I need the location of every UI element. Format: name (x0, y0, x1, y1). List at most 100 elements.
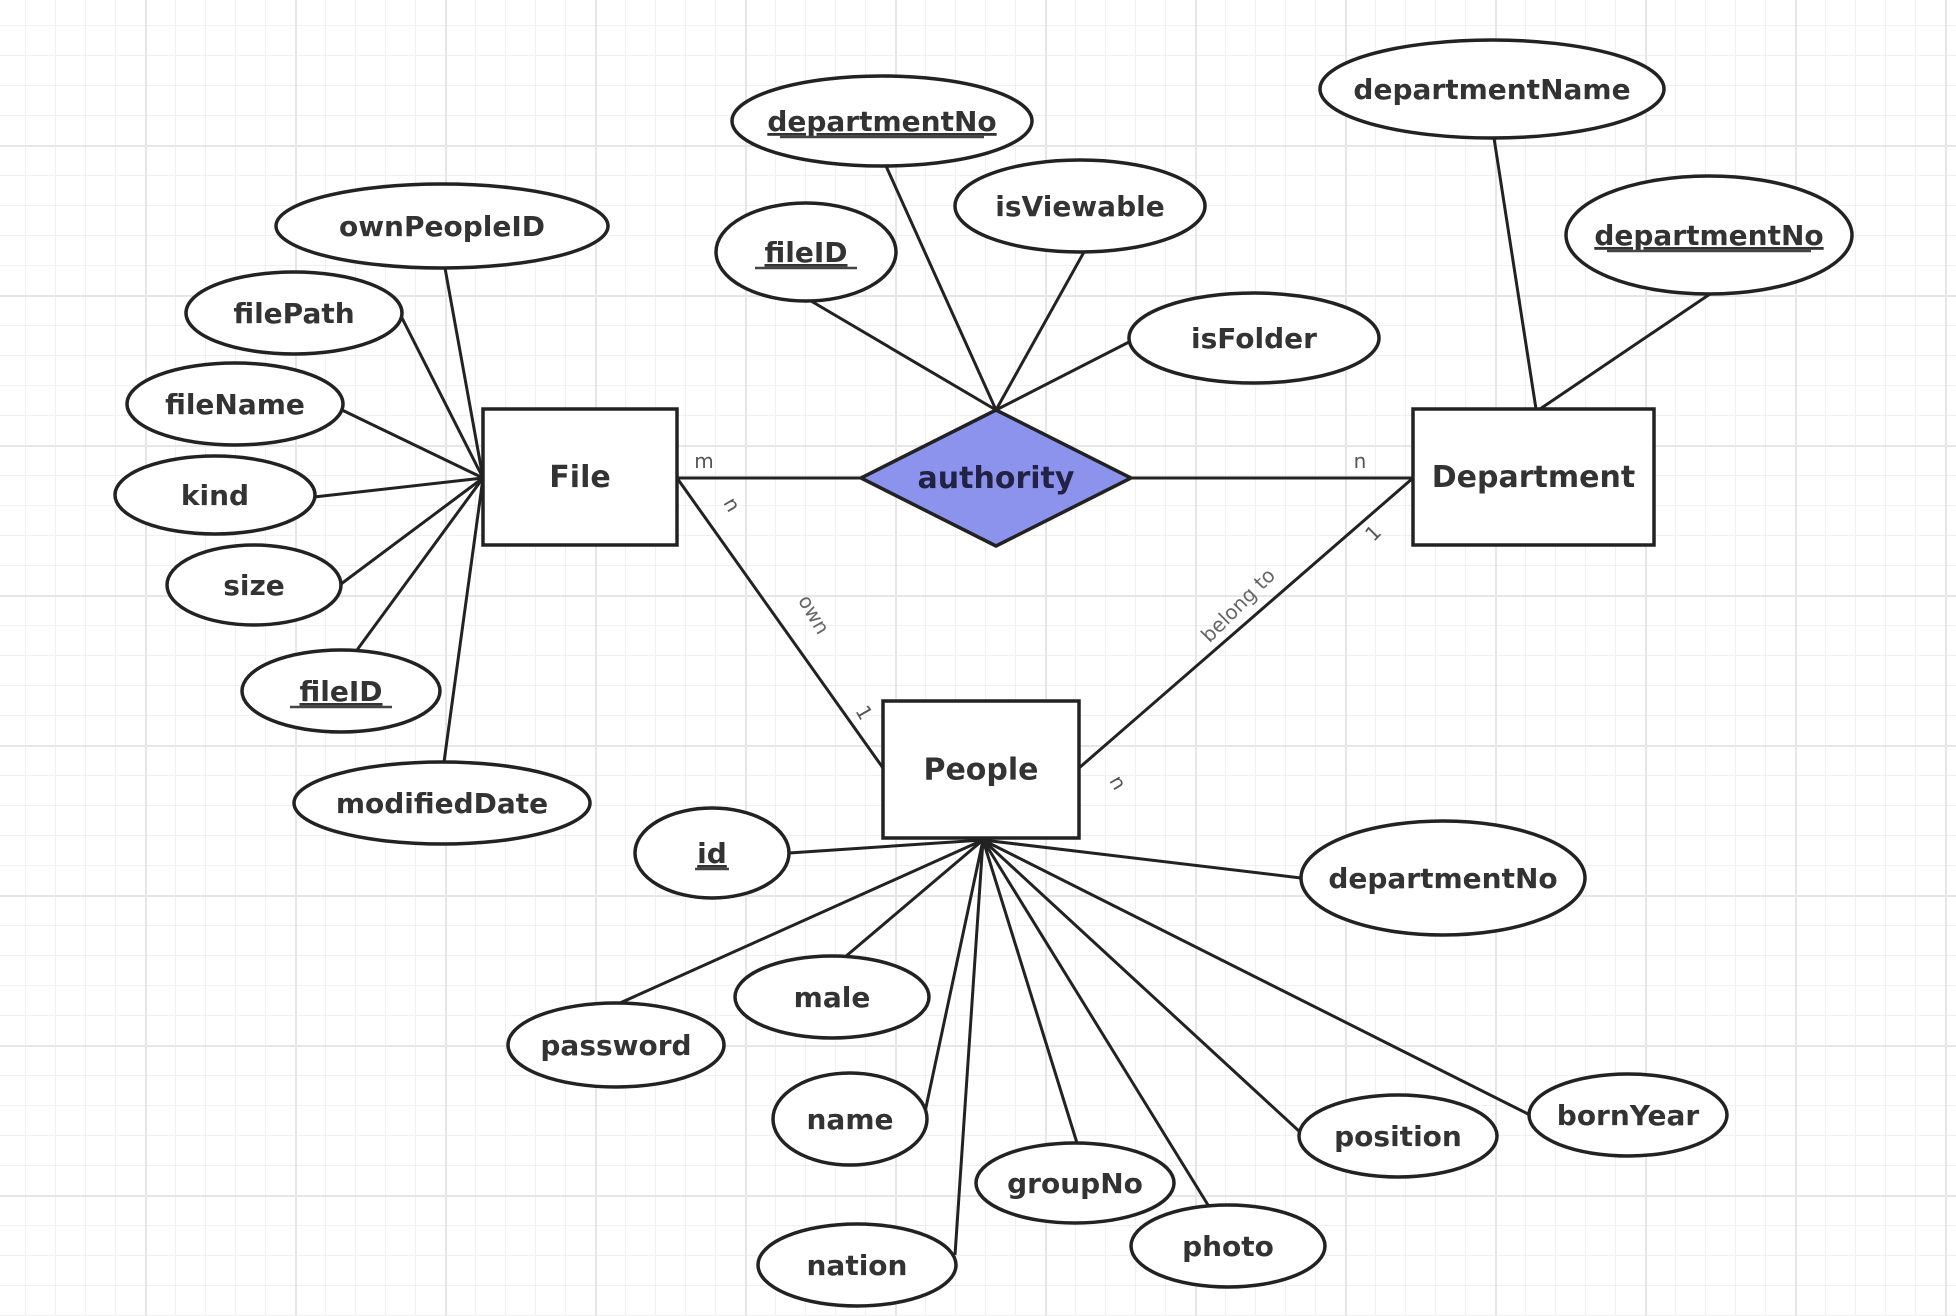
entity-box[interactable] (881, 699, 1081, 840)
relationship-label: authority (918, 461, 1075, 496)
attribute-people-name[interactable]: name (771, 1071, 929, 1167)
link-label: own (793, 591, 834, 639)
relationship-diamond[interactable] (857, 408, 1135, 548)
attribute-people-nation[interactable]: nation (756, 1222, 958, 1308)
edges-layer (313, 137, 1711, 1256)
attribute-label: size (223, 569, 285, 602)
attribute-dept-departmentNo[interactable]: departmentNo (1564, 174, 1854, 296)
attribute-label: position (1334, 1120, 1462, 1153)
attribute-label: male (794, 981, 871, 1014)
attribute-file-filePath[interactable]: filePath (184, 270, 404, 356)
entity-box[interactable] (1411, 407, 1656, 547)
attribute-ellipse[interactable] (1564, 174, 1854, 296)
attribute-connector (844, 838, 984, 959)
attribute-connector (399, 315, 485, 479)
attribute-connector (953, 839, 985, 1256)
attribute-label: filePath (233, 297, 354, 330)
attribute-connector (619, 838, 984, 1005)
attribute-connector (355, 477, 485, 651)
attribute-ellipse[interactable] (1129, 1203, 1327, 1289)
attribute-connector (340, 476, 484, 586)
attribute-ellipse[interactable] (113, 454, 317, 536)
attribute-label: modifiedDate (336, 787, 548, 820)
attribute-file-size[interactable]: size (165, 543, 343, 627)
attribute-ellipse[interactable] (771, 1071, 929, 1167)
attribute-people-position[interactable]: position (1297, 1093, 1499, 1179)
attribute-ellipse[interactable] (733, 954, 931, 1040)
entity-label: Department (1432, 460, 1635, 495)
attribute-ellipse[interactable] (756, 1222, 958, 1308)
attribute-file-fileName[interactable]: fileName (125, 361, 345, 447)
attribute-ellipse[interactable] (1127, 291, 1381, 385)
attribute-ellipse[interactable] (1527, 1072, 1729, 1158)
attribute-connector (313, 476, 484, 499)
attribute-ellipse[interactable] (953, 158, 1207, 254)
attribute-label: departmentNo (1328, 862, 1557, 895)
attribute-ellipse[interactable] (1299, 819, 1587, 937)
cardinality-label: n (718, 493, 745, 516)
attribute-people-photo[interactable]: photo (1129, 1203, 1327, 1289)
attribute-ellipse[interactable] (292, 760, 592, 846)
attribute-ellipse[interactable] (165, 543, 343, 627)
attribute-ellipse[interactable] (633, 806, 791, 900)
attribute-ellipse[interactable] (730, 74, 1034, 168)
attribute-file-ownPeopleID[interactable]: ownPeopleID (274, 182, 610, 270)
attribute-connector (923, 839, 985, 1113)
attribute-file-fileID[interactable]: fileID (240, 648, 442, 734)
cardinality-label: n (1104, 771, 1131, 794)
attribute-auth-departmentNo[interactable]: departmentNo (730, 74, 1034, 168)
entity-label: People (923, 753, 1038, 788)
attribute-connector (995, 339, 1132, 412)
entity-file[interactable]: File (481, 407, 679, 547)
attribute-people-departmentNo[interactable]: departmentNo (1299, 819, 1587, 937)
attribute-people-bornYear[interactable]: bornYear (1527, 1072, 1729, 1158)
attribute-auth-isViewable[interactable]: isViewable (953, 158, 1207, 254)
attribute-ellipse[interactable] (974, 1141, 1176, 1225)
attribute-people-id[interactable]: id (633, 806, 791, 900)
entity-box[interactable] (481, 407, 679, 547)
attribute-connector (981, 839, 1210, 1206)
attribute-label: departmentName (1353, 73, 1630, 106)
attribute-connector (1492, 137, 1538, 410)
cardinality-label: m (694, 449, 713, 473)
attribute-connector (788, 838, 984, 855)
attribute-ellipse[interactable] (184, 270, 404, 356)
attribute-ellipse[interactable] (125, 361, 345, 447)
attribute-connector (994, 251, 1086, 411)
cardinality-label: n (1354, 449, 1367, 473)
relationship-authority[interactable]: authority (857, 408, 1135, 548)
attribute-ellipse[interactable] (714, 201, 898, 303)
attribute-ellipse[interactable] (240, 648, 442, 734)
attribute-dept-departmentName[interactable]: departmentName (1318, 38, 1666, 140)
attribute-ellipse[interactable] (274, 182, 610, 270)
attribute-auth-isFolder[interactable]: isFolder (1127, 291, 1381, 385)
entity-label: File (549, 460, 610, 495)
attribute-ellipse[interactable] (1297, 1093, 1499, 1179)
entity-people[interactable]: People (881, 699, 1081, 840)
attribute-label: isViewable (995, 190, 1164, 223)
attribute-people-male[interactable]: male (733, 954, 931, 1040)
key-attribute-label: id (697, 837, 727, 870)
link-people-department-belong[interactable] (1078, 476, 1414, 770)
attribute-label: nation (807, 1249, 908, 1282)
attribute-auth-fileID[interactable]: fileID (714, 201, 898, 303)
attribute-connector (982, 838, 1531, 1117)
attribute-connector (810, 299, 997, 412)
link-file-people-own[interactable] (675, 477, 885, 769)
attribute-label: isFolder (1191, 322, 1317, 355)
attribute-people-password[interactable]: password (506, 1001, 726, 1089)
cardinality-label: 1 (850, 701, 877, 724)
attribute-connector (442, 477, 485, 763)
key-attribute-label: fileID (764, 236, 847, 269)
attribute-label: kind (181, 479, 249, 512)
entity-department[interactable]: Department (1411, 407, 1656, 547)
attribute-label: photo (1182, 1230, 1274, 1263)
attribute-ellipse[interactable] (506, 1001, 726, 1089)
attribute-file-modifiedDate[interactable]: modifiedDate (292, 760, 592, 846)
attribute-ellipse[interactable] (1318, 38, 1666, 140)
attribute-connector (981, 838, 1302, 1134)
attribute-people-groupNo[interactable]: groupNo (974, 1141, 1176, 1225)
attribute-file-kind[interactable]: kind (113, 454, 317, 536)
cardinality-label: 1 (1360, 520, 1386, 546)
